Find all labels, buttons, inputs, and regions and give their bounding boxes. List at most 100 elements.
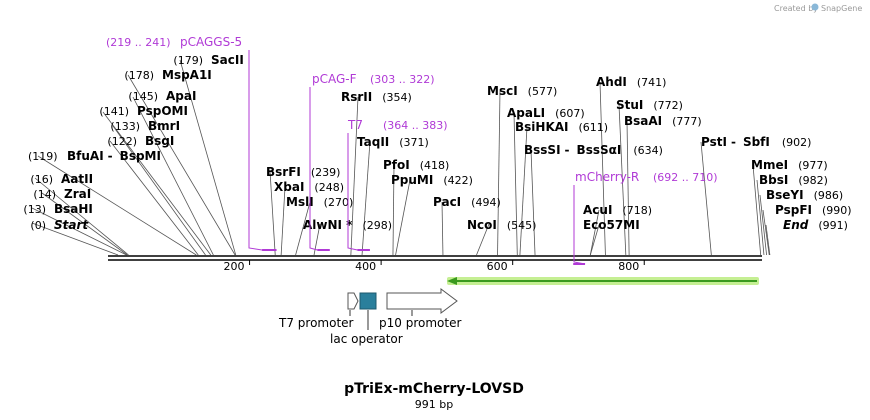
site-name: BssSI: [524, 143, 561, 157]
site-leader-line: [269, 170, 276, 256]
site-position: (13): [23, 203, 46, 216]
site-name: StuI: [616, 98, 643, 112]
site-name: ZraI: [64, 187, 91, 201]
site-leader-line: [599, 81, 606, 256]
site-leader-line: [102, 111, 212, 256]
site-name: MslI: [286, 195, 314, 209]
site-name: PacI: [433, 195, 461, 209]
site-leader-line: [519, 126, 528, 256]
plasmid-title: pTriEx-mCherry-LOVSD: [344, 381, 524, 397]
axis-tick-label: 800: [618, 260, 639, 273]
site-position: (145): [128, 90, 158, 103]
primer-name: pCAGGS-5: [180, 35, 242, 49]
site-name: ApaI: [166, 89, 196, 103]
t7-promoter-arrow[interactable]: [347, 292, 359, 310]
site-name: BbsI: [759, 173, 788, 187]
site-position: (178): [124, 69, 154, 82]
site-leader-line: [395, 179, 411, 256]
site-leader-line: [31, 222, 119, 256]
axis-tick-label: 400: [355, 260, 376, 273]
site-leader-line: [756, 179, 765, 256]
site-position: (902): [782, 136, 812, 149]
site-name: Eco57MI: [583, 218, 640, 232]
site-position: (982): [798, 174, 828, 187]
site-leader-line: [109, 140, 199, 256]
site-leader-line: [626, 120, 630, 256]
credit-brand: SnapGene: [821, 4, 862, 13]
site-leader-line: [392, 164, 395, 256]
site-leader-line: [34, 177, 129, 256]
site-position: (634): [633, 144, 663, 157]
site-leader-line: [179, 59, 237, 256]
site-name: AlwNI *: [303, 218, 353, 232]
site-leader-line: [759, 194, 767, 256]
sequence-backbone: [108, 255, 762, 261]
site-position: (611): [579, 121, 609, 134]
site-leader-line: [37, 155, 197, 256]
site-position: (545): [507, 219, 537, 232]
site-position: (986): [814, 189, 844, 202]
site-name: BsaAI: [624, 114, 662, 128]
site-position: (14): [33, 188, 56, 201]
site-position: (119): [28, 150, 58, 163]
site-leader-line: [350, 96, 359, 256]
site-name: BmrI: [148, 119, 180, 133]
site-position: (494): [471, 196, 501, 209]
primer-position: (303 .. 322): [370, 73, 435, 86]
site-name: SacII: [211, 53, 244, 67]
site-name: BssSαI: [577, 143, 622, 157]
site-position: (122): [107, 135, 137, 148]
snapgene-logo-icon: [811, 3, 819, 11]
site-leader-line: [752, 164, 762, 256]
primer-leader-line: [248, 50, 263, 251]
primer-leader-line: [573, 185, 586, 265]
site-lines: [31, 59, 771, 256]
site-position: (991): [818, 219, 848, 232]
site-position: (577): [528, 85, 558, 98]
site-position: (777): [672, 115, 702, 128]
site-position: (772): [653, 99, 683, 112]
site-position: (422): [443, 174, 473, 187]
site-position: (298): [362, 219, 392, 232]
lac-operator-box[interactable]: [359, 292, 377, 310]
site-position: (0): [30, 219, 46, 232]
primer-name: mCherry-R: [575, 170, 639, 184]
site-name: MscI: [487, 84, 518, 98]
site-name: BspMI: [120, 149, 161, 163]
primer-name: pCAG-F: [312, 72, 357, 86]
site-name: SbfI: [743, 135, 770, 149]
primer-position: (692 .. 710): [653, 171, 718, 184]
site-name: AhdI: [596, 75, 627, 89]
site-leader-line: [31, 207, 127, 256]
p10-promoter-arrow[interactable]: [386, 288, 458, 314]
credit-text: Created by: [774, 4, 818, 13]
site-position: (718): [622, 204, 652, 217]
plasmid-length: 991 bp: [415, 398, 453, 411]
site-name: AcuI: [583, 203, 612, 217]
p10-promoter-label: p10 promoter: [379, 316, 461, 330]
site-labels: Start(0)BsaHI(13)ZraI(14)AatII(16)(119)B…: [23, 53, 851, 232]
site-position: (990): [822, 204, 852, 217]
site-name: BsiHKAI: [515, 120, 569, 134]
site-leader-line: [441, 201, 444, 256]
mcherry-feature-arrow[interactable]: [447, 277, 759, 285]
feature-leaders: [349, 310, 413, 330]
site-leader-line: [127, 74, 236, 256]
site-leader-line: [618, 104, 627, 256]
site-position: (141): [99, 105, 129, 118]
site-name: MmeI: [751, 158, 788, 172]
site-leader-line: [589, 224, 600, 256]
site-leader-line: [112, 125, 206, 256]
site-position: (741): [637, 76, 667, 89]
primer-position: (364 .. 383): [383, 119, 448, 132]
site-name: BseYI: [766, 188, 804, 202]
site-leader-line: [41, 192, 128, 256]
site-leader-line: [530, 149, 536, 256]
site-position: (270): [324, 196, 354, 209]
site-leader-line: [280, 186, 286, 256]
primer-name: T7: [347, 118, 363, 132]
site-position: (179): [173, 54, 203, 67]
site-name: MspA1I: [162, 68, 212, 82]
site-name: TaqII: [357, 135, 389, 149]
